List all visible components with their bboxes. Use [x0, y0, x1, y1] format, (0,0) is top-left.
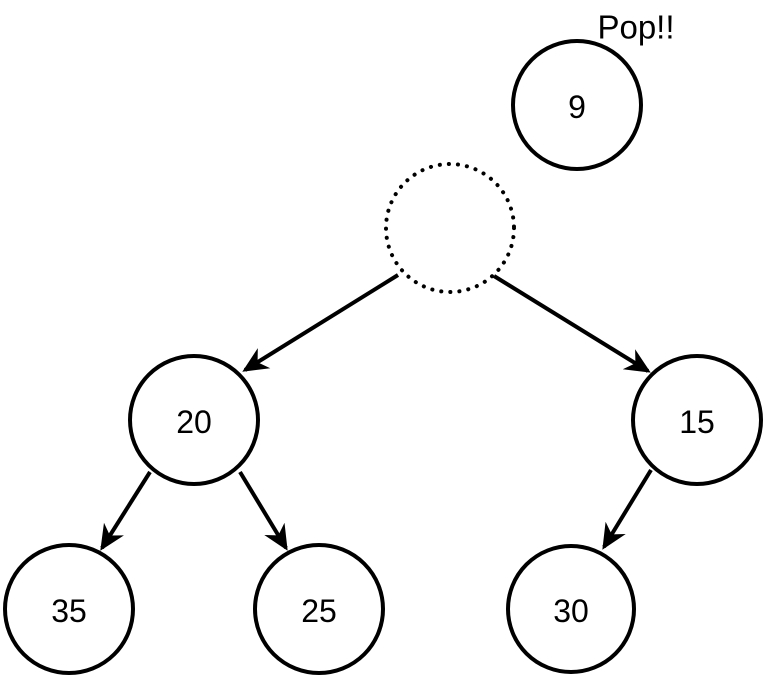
node-circle-right-left[interactable] [506, 544, 636, 674]
node-left-right[interactable]: 25 [253, 543, 385, 675]
edge-left-to-left-left [100, 470, 152, 551]
node-circle-right[interactable] [631, 354, 763, 486]
node-label-left: 20 [176, 404, 212, 440]
edge-right-to-right-left [602, 468, 653, 550]
node-label-right: 15 [679, 404, 715, 440]
node-left-left[interactable]: 35 [3, 543, 135, 675]
node-right[interactable]: 15 [631, 354, 763, 486]
edge-root-to-left [242, 273, 400, 372]
edge-root-to-right [492, 274, 651, 373]
node-circle-left-left[interactable] [3, 543, 135, 675]
edge-left-to-left-right [238, 470, 288, 551]
node-right-left[interactable]: 30 [506, 544, 636, 674]
node-circle-popped[interactable] [511, 39, 643, 171]
node-popped[interactable]: 9 [511, 39, 643, 171]
node-left[interactable]: 20 [128, 354, 260, 486]
node-label-right-left: 30 [553, 593, 589, 629]
node-circle-left-right[interactable] [253, 543, 385, 675]
pop-annotation-label: Pop!! [597, 9, 674, 46]
node-root-empty[interactable] [384, 162, 516, 294]
node-circle-root-dotted[interactable] [384, 162, 516, 294]
node-circle-left[interactable] [128, 354, 260, 486]
edge-group [100, 273, 653, 551]
node-label-popped: 9 [568, 89, 586, 125]
node-label-left-right: 25 [301, 593, 337, 629]
node-label-left-left: 35 [51, 593, 87, 629]
